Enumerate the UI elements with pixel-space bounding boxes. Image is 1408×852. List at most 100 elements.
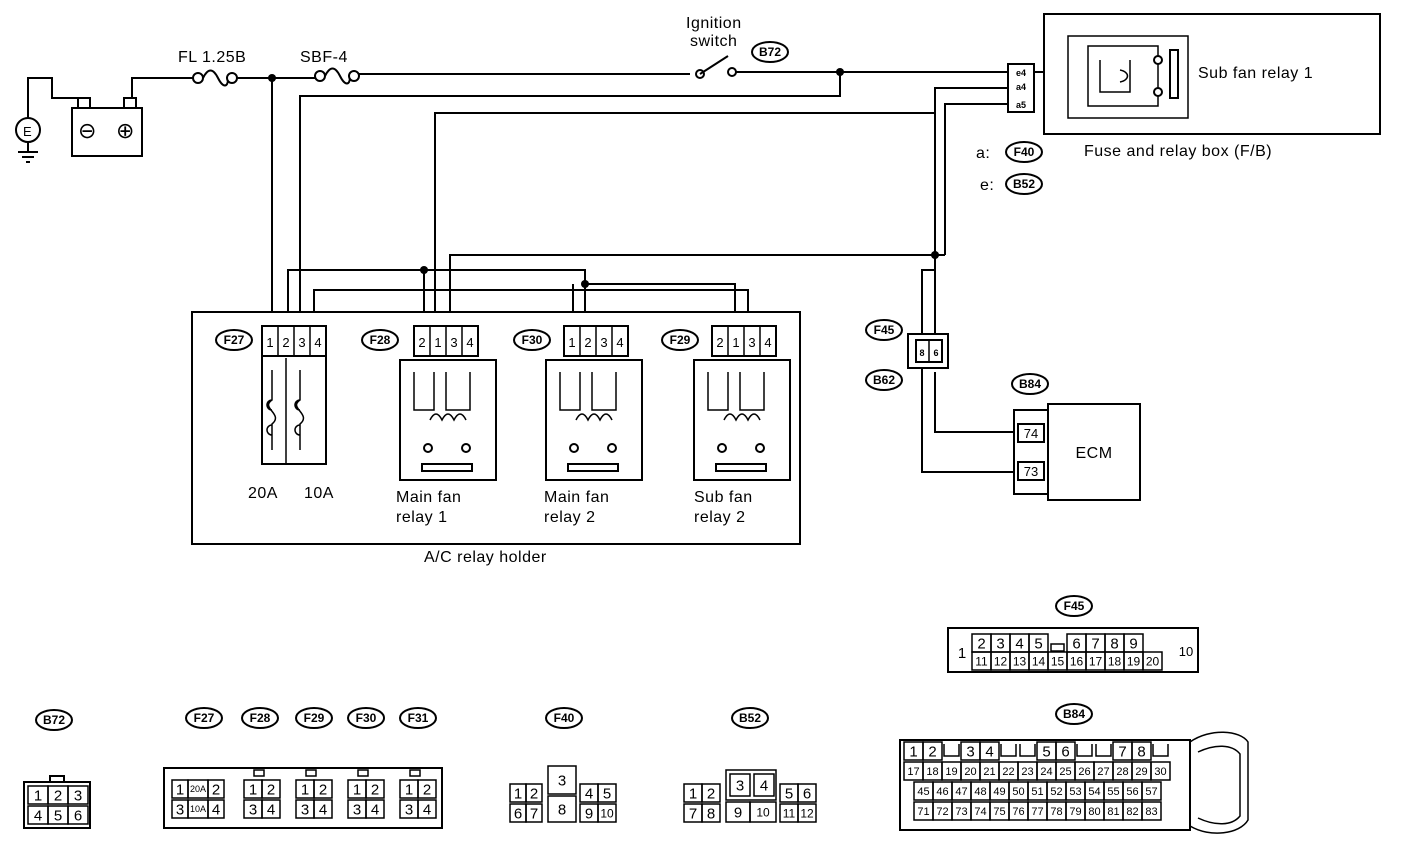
relay-face-pin-label: 3 [301,801,309,818]
b84-pin-label: 75 [993,806,1005,818]
ground-label: E [23,124,32,139]
f45-pin-label: 7 [1091,635,1099,652]
relay-face-notch [305,769,317,777]
fuse-block-f27: F27 1 2 3 4 20A 10A [215,325,333,502]
ac-relay-holder-label: A/C relay holder [424,549,547,566]
b52-pin-label: 8 [707,805,715,822]
connector-tag-f40-top: F40 [1005,141,1043,163]
b84-pin-label: 54 [1088,786,1100,798]
main-fan-relay-2-label-1: Main fan [544,489,609,506]
f45-pin-label: 16 [1070,654,1084,668]
b84-pin-cell [1141,801,1162,821]
b52-pin-cell [797,803,817,823]
b72-pin-label: 6 [74,807,82,824]
b72-pin-label: 1 [34,787,42,804]
svg-text:F45: F45 [874,323,895,337]
b84-pin-label: 52 [1050,786,1062,798]
svg-text:4: 4 [764,335,771,350]
b84-pin-label: 30 [1154,766,1166,778]
relay-face-pin-cell [313,779,333,799]
svg-text:F29: F29 [304,711,325,725]
b84-key-notch [1076,744,1093,757]
b84-pin-label: 55 [1107,786,1119,798]
svg-text:10: 10 [1179,644,1193,659]
f27-pin-label: 20A [190,784,206,794]
b72-pin-cell [67,785,89,805]
svg-text:3: 3 [600,335,607,350]
b84-key-notch [943,744,960,757]
b84-pin-label: 24 [1040,766,1052,778]
b84-pin-label: 71 [917,806,929,818]
b52-pin-cell [729,773,751,797]
b84-pin-label: 19 [945,766,957,778]
f27-pin-label: 3 [176,801,184,818]
ignition-switch-label-2: switch [690,33,737,50]
svg-text:B52: B52 [739,711,761,725]
battery-minus-icon: ⊖ [78,118,96,143]
relay-face-pin-label: 3 [405,801,413,818]
ac-relay-holder: A/C relay holder F27 1 2 3 4 20A 10A F28… [191,311,801,566]
b84-pin-label: 27 [1097,766,1109,778]
f45-pin-cell [1142,651,1163,671]
connector-f45-b62: F45 B62 8 6 [865,319,949,391]
svg-text:F45: F45 [1064,599,1085,613]
f45-pin-label: 15 [1051,654,1065,668]
b84-pin-label: 72 [936,806,948,818]
f27-pin-label: 1 [176,781,184,798]
f45-pin-label: 9 [1129,635,1137,652]
b84-pin-label: 78 [1050,806,1062,818]
f40-pin-label: 7 [530,805,538,822]
relay-face-notch [253,769,265,777]
f40-pin-label: 1 [514,785,522,802]
b84-pin-label: 80 [1088,806,1100,818]
b84-pin-cell [1131,741,1152,761]
relay-face-pin-label: 1 [405,781,413,798]
f45-pin-label: 14 [1032,654,1046,668]
b52-pin-label: 9 [734,804,742,821]
b84-pin-label: 83 [1145,806,1157,818]
b84-pin-label: 2 [928,743,936,760]
b84-pin-label: 7 [1118,743,1126,760]
relay-face-pin-label: 2 [319,781,327,798]
relay-face-pin-cell [261,799,281,819]
b84-pin-label: 20 [964,766,976,778]
b84-pin-label: 74 [974,806,986,818]
relay-face-pin-label: 1 [353,781,361,798]
b52-pin-label: 7 [689,805,697,822]
relay-face-pin-label: 4 [423,801,431,818]
b84-pin-label: 6 [1061,743,1069,760]
ecm-label: ECM [1075,445,1112,462]
f40-pin-cell [597,803,617,823]
svg-text:1: 1 [732,335,739,350]
relay-face-pin-label: 2 [371,781,379,798]
fb-terminal-a5: a5 [1016,100,1026,110]
b84-pin-label: 3 [966,743,974,760]
f40-pin-label: 6 [514,805,522,822]
svg-text:1: 1 [434,335,441,350]
relay-face-pin-label: 4 [267,801,275,818]
svg-text:F28: F28 [370,333,391,347]
b84-pin-label: 79 [1069,806,1081,818]
b52-pin-label: 1 [689,785,697,802]
b84-pin-label: 82 [1126,806,1138,818]
b72-pin-label: 3 [74,787,82,804]
b84-pin-label: 49 [993,786,1005,798]
svg-text:F31: F31 [408,711,429,725]
fuse-relay-box: e4 a4 a5 Sub fan relay 1 [1007,13,1381,135]
relay-f28: F28 2 1 3 4 Main fan relay 1 [361,325,497,526]
fb-terminal-a4: a4 [1016,82,1026,92]
fuse-20a-label: 20A [248,485,278,502]
b52-pin-label: 10 [756,805,770,819]
relay-face-pin-label: 1 [301,781,309,798]
f45-pin-label: 8 [1110,635,1118,652]
battery: ⊖ ⊕ [71,97,143,157]
f40-pin-cell [525,803,543,823]
svg-text:2: 2 [716,335,723,350]
relay-face-pin-label: 3 [353,801,361,818]
svg-text:F30: F30 [522,333,543,347]
f45-pin-label: 19 [1127,654,1141,668]
b84-pin-cell [979,741,1000,761]
